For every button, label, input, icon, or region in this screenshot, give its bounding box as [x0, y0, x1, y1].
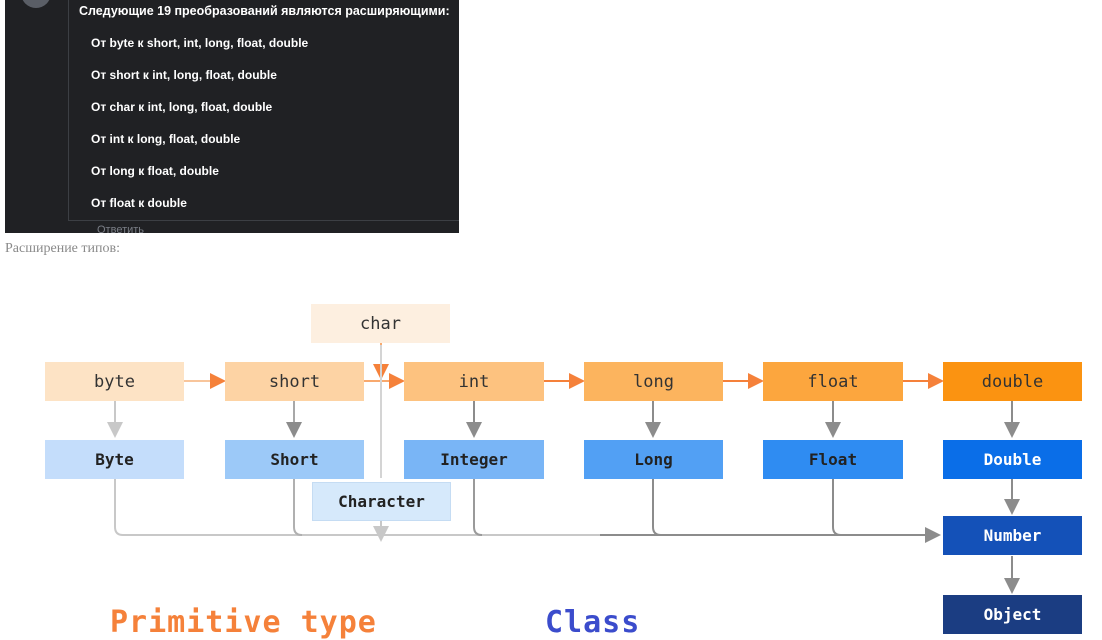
node-double: double: [943, 362, 1082, 401]
reply-link[interactable]: Ответить: [97, 224, 145, 233]
node-Long: Long: [584, 440, 723, 479]
conversion-item: От byte к short, int, long, float, doubl…: [91, 36, 309, 50]
caption: Расширение типов:: [5, 241, 121, 256]
conversion-item: От short к int, long, float, double: [91, 68, 277, 82]
node-Byte: Byte: [45, 440, 184, 479]
user-avatar: [21, 0, 51, 8]
line-byte-number: [114, 478, 941, 543]
node-long: long: [584, 362, 723, 401]
comment-panel: Следующие 19 преобразований являются рас…: [5, 0, 459, 233]
node-Short: Short: [225, 440, 364, 479]
line-short-number: [293, 478, 303, 536]
comment-title: Следующие 19 преобразований являются рас…: [79, 4, 450, 18]
node-Character: Character: [312, 482, 451, 521]
line-long-number: [652, 478, 662, 536]
conversion-item: От float к double: [91, 196, 187, 210]
line-integer-number: [473, 478, 483, 536]
node-Float: Float: [763, 440, 903, 479]
node-char: char: [311, 304, 450, 343]
conversion-item: От char к int, long, float, double: [91, 100, 273, 114]
node-short: short: [225, 362, 364, 401]
node-Number: Number: [943, 516, 1082, 555]
node-Integer: Integer: [404, 440, 544, 479]
legend-class: Class: [545, 605, 641, 640]
node-byte: byte: [45, 362, 184, 401]
node-Double: Double: [943, 440, 1082, 479]
legend-primitive-type: Primitive type: [110, 605, 377, 640]
conversion-item: От long к float, double: [91, 164, 219, 178]
comment-body: Следующие 19 преобразований являются рас…: [68, 0, 459, 221]
line-float-number: [832, 478, 842, 536]
node-Object: Object: [943, 595, 1082, 634]
node-int: int: [404, 362, 544, 401]
conversion-item: От int к long, float, double: [91, 132, 241, 146]
node-float: float: [763, 362, 903, 401]
